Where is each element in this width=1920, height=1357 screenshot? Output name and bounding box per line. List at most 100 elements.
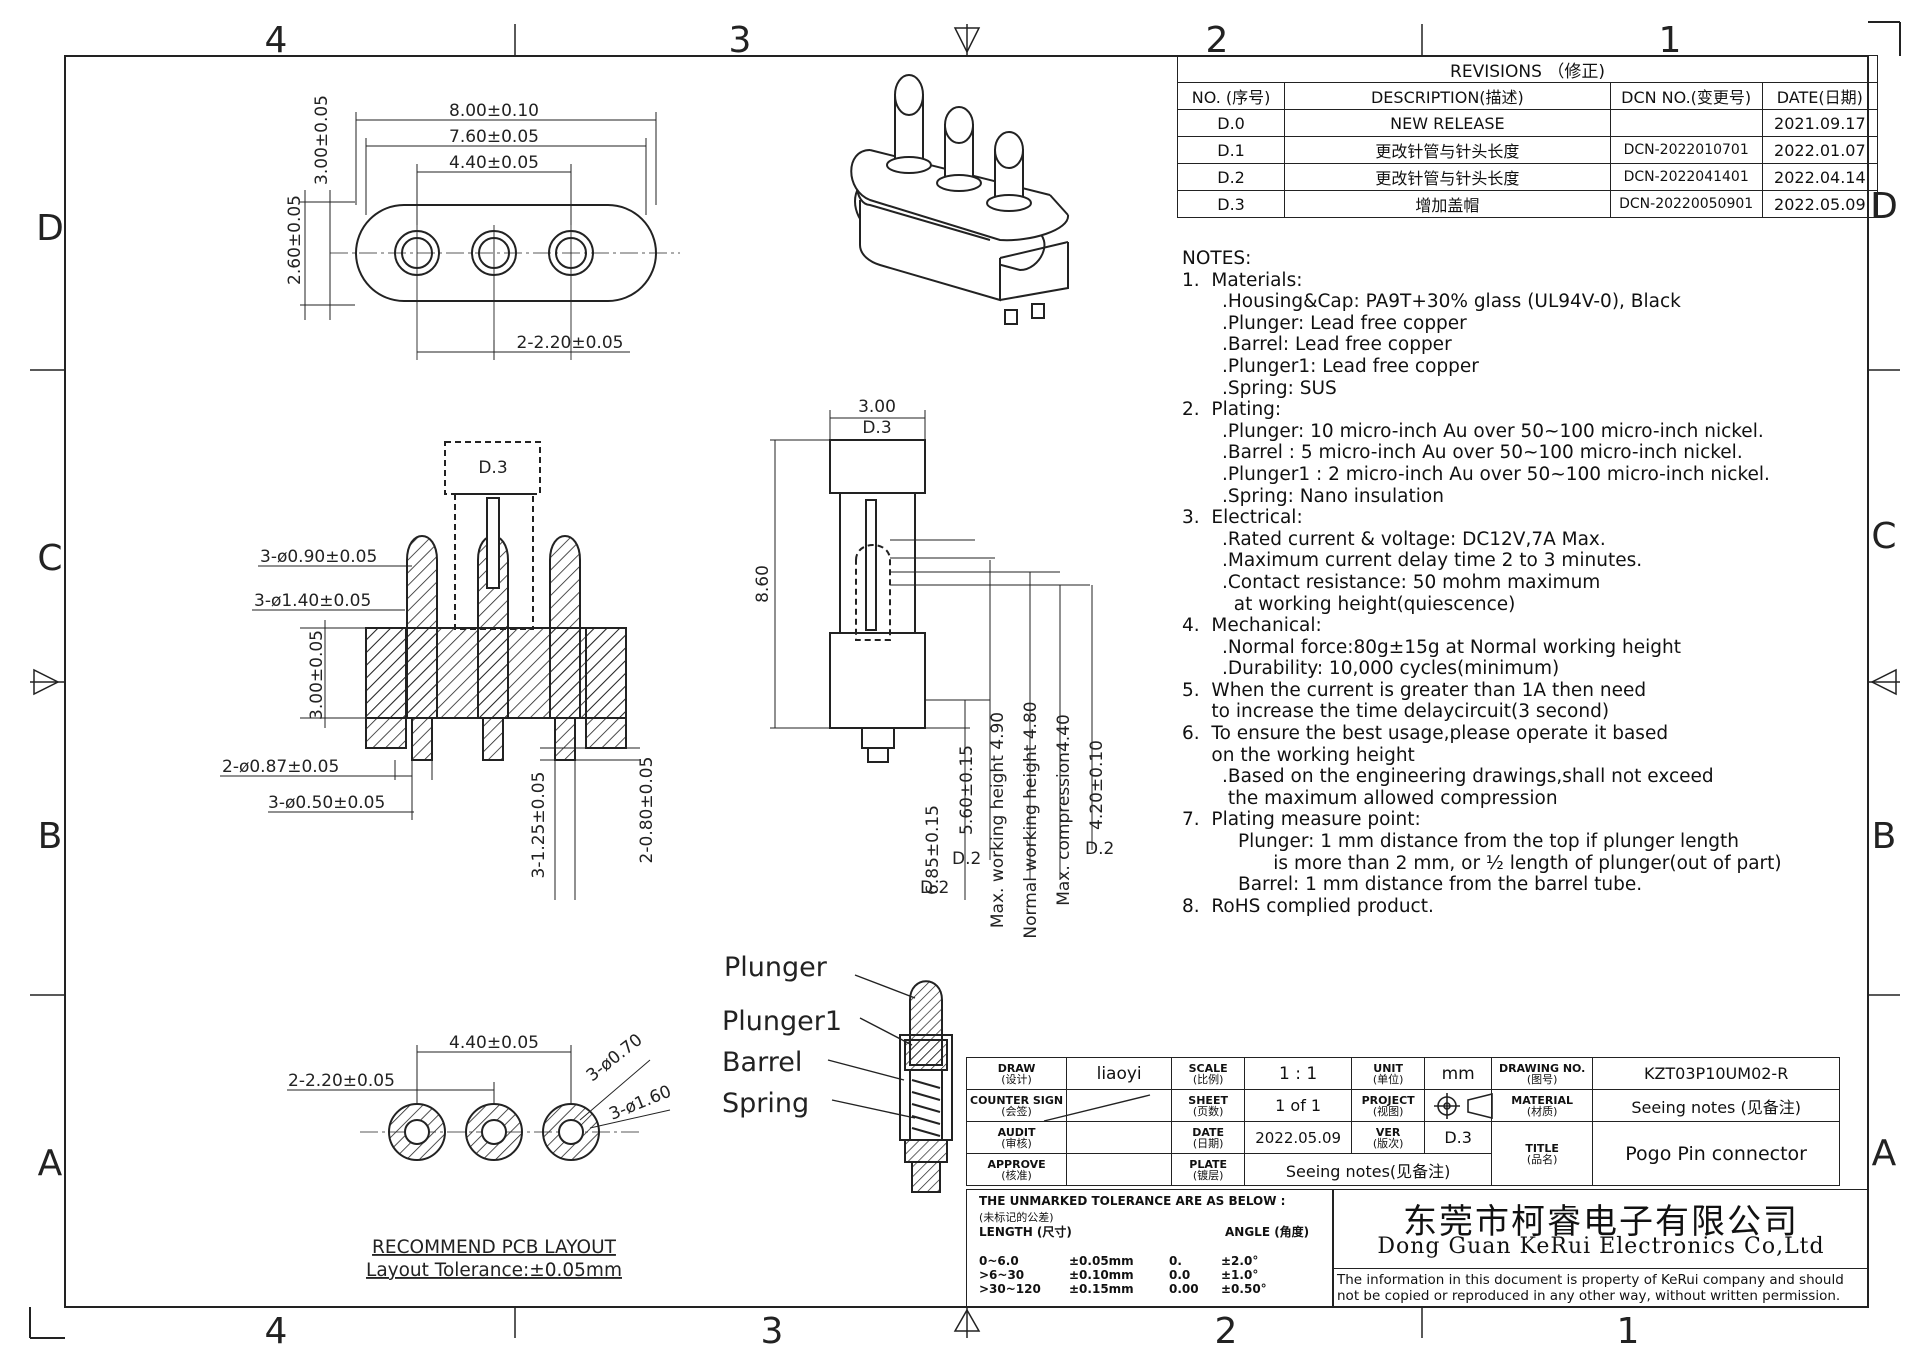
note-line: 1. Materials: bbox=[1182, 269, 1303, 291]
draw-label: DRAW bbox=[997, 1061, 1036, 1075]
unit-label: UNIT bbox=[1373, 1061, 1403, 1075]
rev-date: 2021.09.17 bbox=[1761, 109, 1879, 137]
material-label: MATERIAL bbox=[1511, 1093, 1573, 1107]
pin-cutaway bbox=[827, 974, 953, 1193]
dim-cap-width: 3.00 bbox=[858, 397, 896, 417]
dim-2-60: 2.60±0.05 bbox=[285, 195, 305, 285]
title-label-cn: (品名) bbox=[1526, 1152, 1558, 1166]
disclaimer-line-2: not be copied or reproduced in any other… bbox=[1337, 1288, 1841, 1304]
zone-row-a-right: A bbox=[1872, 1133, 1897, 1174]
audit-label-cn: (审核) bbox=[1001, 1136, 1032, 1150]
scale-label-cn: (比例) bbox=[1192, 1072, 1224, 1086]
note-line: .Plunger: Lead free copper bbox=[1222, 312, 1467, 334]
revisions-title: REVISIONS （修正) bbox=[1177, 55, 1878, 83]
approve-value bbox=[1066, 1153, 1173, 1186]
dim-4-20: 4.20±0.10 bbox=[1087, 740, 1107, 830]
rev-date: 2022.04.14 bbox=[1761, 163, 1879, 191]
rev-no: D.2 bbox=[1176, 163, 1286, 191]
note-line: .Spring: Nano insulation bbox=[1222, 485, 1444, 507]
rev-dcn: DCN-20220050901 bbox=[1609, 190, 1763, 218]
zone-row-b: B bbox=[38, 816, 63, 857]
zone-col-1: 1 bbox=[1659, 20, 1682, 61]
dim-pin-tip-dia: 3-ø0.90±0.05 bbox=[260, 547, 377, 567]
rev-desc: 更改针管与针头长度 bbox=[1284, 136, 1611, 164]
dim-stand-off: 2-0.80±0.05 bbox=[637, 757, 657, 864]
pcb-caption-title: RECOMMEND PCB LAYOUT bbox=[372, 1237, 617, 1258]
audit-value bbox=[1066, 1121, 1173, 1154]
note-line: Plunger: 1 mm distance from the top if p… bbox=[1238, 831, 1739, 853]
zone-col-3-bottom: 3 bbox=[761, 1311, 784, 1352]
note-line: .Plunger1 : 2 micro-inch Au over 50~100 … bbox=[1222, 463, 1770, 485]
rev-date: 2022.05.09 bbox=[1761, 190, 1879, 218]
notes-block: NOTES:1. Materials:.Housing&Cap: PA9T+30… bbox=[1182, 248, 1902, 917]
rev-no: D.1 bbox=[1176, 136, 1286, 164]
angle-label: ANGLE (角度) bbox=[1225, 1225, 1310, 1239]
note-line: .Durability: 10,000 cycles(minimum) bbox=[1222, 658, 1560, 680]
note-line: is more than 2 mm, or ½ length of plunge… bbox=[1238, 852, 1782, 874]
pcb-dim-2-20: 2-2.20±0.05 bbox=[288, 1071, 395, 1091]
rev-desc: 更改针管与针头长度 bbox=[1284, 163, 1611, 191]
tolerance-block: THE UNMARKED TOLERANCE ARE AS BELOW : (未… bbox=[966, 1189, 1334, 1307]
zone-col-2: 2 bbox=[1206, 20, 1229, 61]
note-line: 2. Plating: bbox=[1182, 399, 1282, 421]
dim-max-working-height: Max. working height 4.90 bbox=[988, 712, 1008, 928]
part-labels: Plunger Plunger1 Barrel Spring bbox=[722, 952, 842, 1119]
disclaimer-line-1: The information in this document is prop… bbox=[1337, 1272, 1844, 1288]
table-row: D.2 更改针管与针头长度 DCN-2022041401 2022.04.14 bbox=[1176, 163, 1879, 191]
sheet-frame bbox=[29, 21, 1901, 1339]
material-value: Seeing notes (见备注) bbox=[1592, 1089, 1841, 1122]
top-view bbox=[300, 112, 680, 360]
rev-header-desc: DESCRIPTION(描述) bbox=[1284, 82, 1611, 110]
dim-pin-body-dia: 3-ø1.40±0.05 bbox=[254, 591, 371, 611]
rev-dcn bbox=[1609, 109, 1763, 137]
unit-label-cn: (单位) bbox=[1372, 1072, 1404, 1086]
draw-label-cn: (设计) bbox=[1001, 1072, 1032, 1086]
pcb-caption-tolerance: Layout Tolerance:±0.05mm bbox=[366, 1260, 622, 1281]
projection-symbol-cell bbox=[1424, 1089, 1493, 1122]
label-spring: Spring bbox=[722, 1088, 809, 1119]
tolerance-title-cn: (未标记的公差) bbox=[979, 1211, 1054, 1224]
dim-6-85: 6.85±0.15 bbox=[923, 805, 943, 895]
side-view-dims: 3.00 D.3 8.60 6.85±0.15 D.2 5.60±0.15 D.… bbox=[753, 397, 1114, 939]
dim-overall-height: 8.60 bbox=[753, 565, 773, 603]
project-label: PROJECT bbox=[1361, 1093, 1415, 1107]
note-line: Barrel: 1 mm distance from the barrel tu… bbox=[1238, 874, 1643, 896]
top-view-dims: 8.00±0.10 7.60±0.05 4.40±0.05 2.60±0.05 … bbox=[285, 95, 623, 353]
note-line: NOTES: bbox=[1182, 248, 1252, 269]
title-value: Pogo Pin connector bbox=[1592, 1121, 1841, 1186]
date-label-cn: (日期) bbox=[1192, 1136, 1224, 1150]
drawing-no-label-cn: (图号) bbox=[1526, 1072, 1558, 1086]
note-line: .Plunger1: Lead free copper bbox=[1222, 355, 1479, 377]
zone-row-a: A bbox=[38, 1143, 63, 1184]
zone-col-1-bottom: 1 bbox=[1617, 1311, 1640, 1352]
note-line: .Plunger: 10 micro-inch Au over 50~100 m… bbox=[1222, 420, 1764, 442]
side-rev-tag-cap: D.3 bbox=[862, 418, 891, 438]
rev-dcn: DCN-2022041401 bbox=[1609, 163, 1763, 191]
company-block: 东莞市柯睿电子有限公司 Dong Guan KeRui Electronics … bbox=[1332, 1189, 1868, 1307]
rev-dcn: DCN-2022010701 bbox=[1609, 136, 1763, 164]
pcb-layout bbox=[287, 1045, 671, 1161]
zone-row-b-right: B bbox=[1872, 816, 1897, 857]
dim-tail-length: 3-1.25±0.05 bbox=[529, 772, 549, 879]
side-view bbox=[770, 410, 1093, 900]
note-line: the maximum allowed compression bbox=[1222, 787, 1558, 809]
approve-label: APPROVE bbox=[987, 1157, 1046, 1171]
section-view bbox=[220, 441, 640, 900]
drawing-no-label: DRAWING NO. bbox=[1498, 1061, 1586, 1075]
rev-desc: NEW RELEASE bbox=[1284, 109, 1611, 137]
zone-row-c-right: C bbox=[1871, 516, 1896, 557]
draw-value: liaoyi bbox=[1066, 1057, 1173, 1090]
tol-length: ±0.05mm bbox=[1069, 1254, 1134, 1268]
label-plunger: Plunger bbox=[724, 952, 828, 983]
dim-8-00: 8.00±0.10 bbox=[449, 101, 539, 121]
note-line: 8. RoHS complied product. bbox=[1182, 895, 1434, 917]
side-rev-tag-2: D.2 bbox=[952, 849, 981, 869]
rev-no: D.0 bbox=[1176, 109, 1286, 137]
dim-tail-dia-050: 3-ø0.50±0.05 bbox=[268, 793, 385, 813]
counter-sign-value bbox=[1066, 1089, 1173, 1122]
company-divider bbox=[1333, 1268, 1867, 1269]
rev-header-date: DATE(日期) bbox=[1761, 82, 1879, 110]
